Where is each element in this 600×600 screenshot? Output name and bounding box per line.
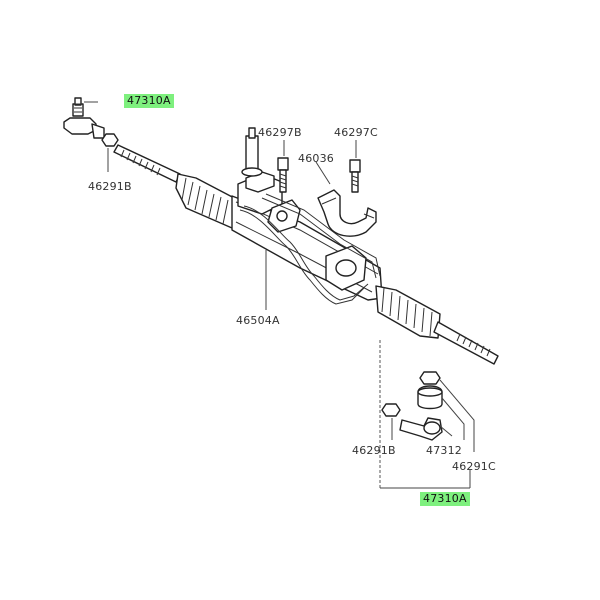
bellows-right: [375, 285, 441, 339]
label-nut-castle: 46291C: [452, 460, 496, 473]
label-bolt-1: 46297B: [258, 126, 302, 139]
nut-right-drawing: [381, 403, 401, 417]
boot-drawing: [417, 385, 443, 410]
nut-left-drawing: [101, 133, 119, 147]
nut-castle-drawing: [419, 371, 441, 385]
bellows-left: [175, 173, 239, 229]
rack-shaft-left: [113, 144, 181, 183]
rack-shaft-right: [433, 321, 499, 365]
label-nut-left: 46291B: [88, 180, 132, 193]
label-nut-right: 46291B: [352, 444, 396, 457]
clamp-drawing: [317, 189, 377, 237]
label-rack-assembly: 46504A: [236, 314, 280, 327]
tie-rod-end-left-drawing: [63, 97, 105, 139]
leader-lines: [84, 101, 475, 489]
label-tie-rod-end-right[interactable]: 47310A: [420, 492, 470, 506]
bolt-1-drawing: [277, 157, 289, 193]
rack-housing: [231, 127, 383, 305]
bolt-2-drawing: [349, 159, 361, 193]
label-tie-rod-end-left[interactable]: 47310A: [124, 94, 174, 108]
label-clamp: 46036: [298, 152, 334, 165]
tie-rod-end-right-drawing: [399, 417, 443, 441]
label-bolt-2: 46297C: [334, 126, 378, 139]
label-boot: 47312: [426, 444, 462, 457]
